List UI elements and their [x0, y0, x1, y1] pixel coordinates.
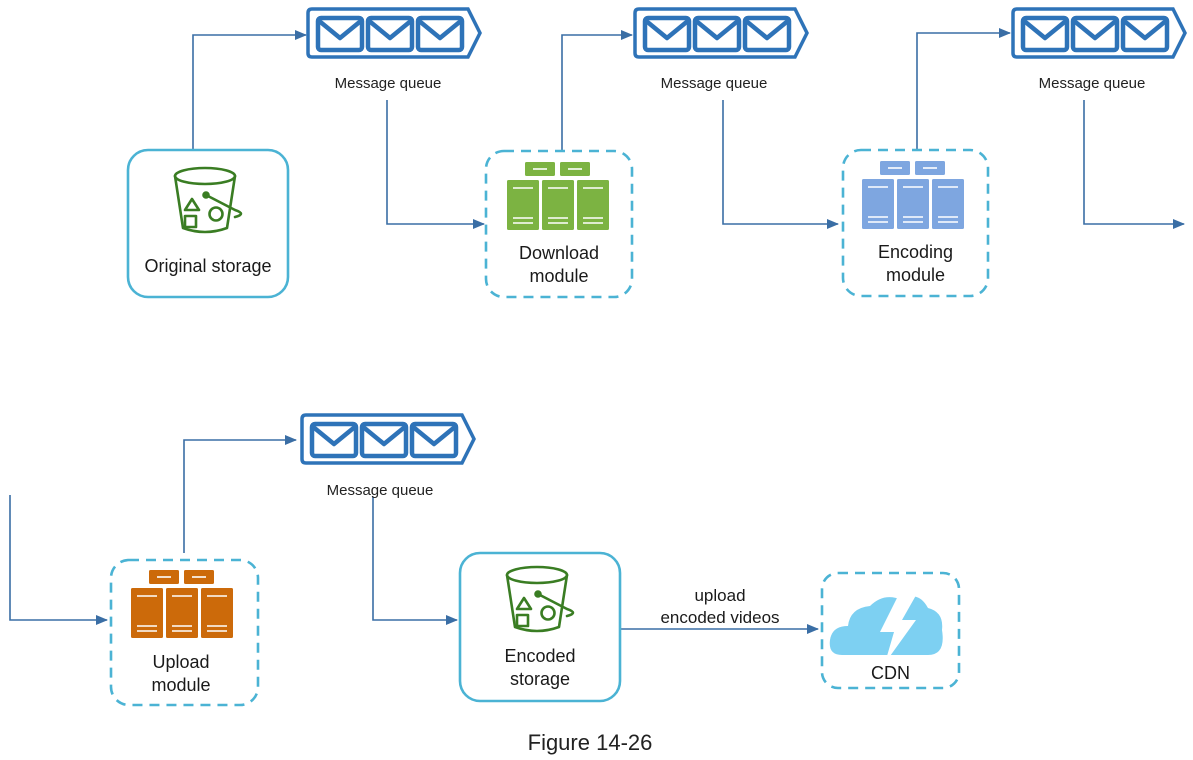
encoded-storage-label-line1: Encoded: [504, 646, 576, 666]
upload-edge-label: upload encoded videos: [640, 585, 800, 629]
message-queue-icon-3: [1013, 9, 1185, 57]
encoded-storage-label: Encoded storage: [460, 645, 620, 691]
upload-module-label-line1: Upload: [152, 652, 210, 672]
download-module-label-line2: module: [529, 266, 589, 286]
server-cluster-icon: [507, 162, 609, 230]
encoded-storage-label-line2: storage: [509, 669, 571, 689]
cdn-label: CDN: [871, 663, 910, 683]
queue-label-4: Message queue: [326, 482, 434, 499]
server-cluster-icon: [862, 161, 964, 229]
encoding-module-label-line2: module: [885, 265, 946, 285]
edge-download-to-queue2: [561, 30, 633, 150]
encoding-module-label-line1: Encoding: [877, 242, 954, 262]
encoded-storage-node: [458, 551, 622, 703]
message-queue-icon-1: [308, 9, 480, 57]
upload-module-label: Upload module: [111, 651, 251, 697]
download-module-label-line1: Download: [518, 243, 600, 263]
server-cluster-icon: [131, 570, 233, 638]
original-storage-node: [126, 148, 290, 299]
edge-queue3-out: [1083, 100, 1185, 229]
encoding-module-label: Encoding module: [843, 241, 988, 287]
edge-original-to-queue1: [192, 30, 307, 150]
upload-edge-label-line2: encoded videos: [660, 608, 780, 627]
queue-label-2: Message queue: [660, 75, 768, 92]
original-storage-label: Original storage: [144, 256, 272, 276]
queue-label-3: Message queue: [1038, 75, 1146, 92]
edge-upload-to-queue4: [183, 435, 297, 553]
message-queue-icon-4: [302, 415, 474, 463]
edge-queue2-to-encoding: [722, 100, 839, 229]
upload-module-label-line2: module: [151, 675, 211, 695]
cloud-lightning-icon: [829, 590, 943, 663]
edge-encoding-to-queue3: [916, 28, 1011, 150]
queue-label-1: Message queue: [334, 75, 442, 92]
edge-queue1-to-download: [386, 100, 485, 229]
edge-in-to-upload: [9, 495, 108, 625]
message-queue-icon-2: [635, 9, 807, 57]
download-module-label: Download module: [486, 242, 632, 288]
figure-caption: Figure 14-26: [527, 730, 653, 755]
upload-edge-label-line1: upload: [694, 586, 746, 605]
edge-queue4-to-encoded: [372, 497, 458, 625]
